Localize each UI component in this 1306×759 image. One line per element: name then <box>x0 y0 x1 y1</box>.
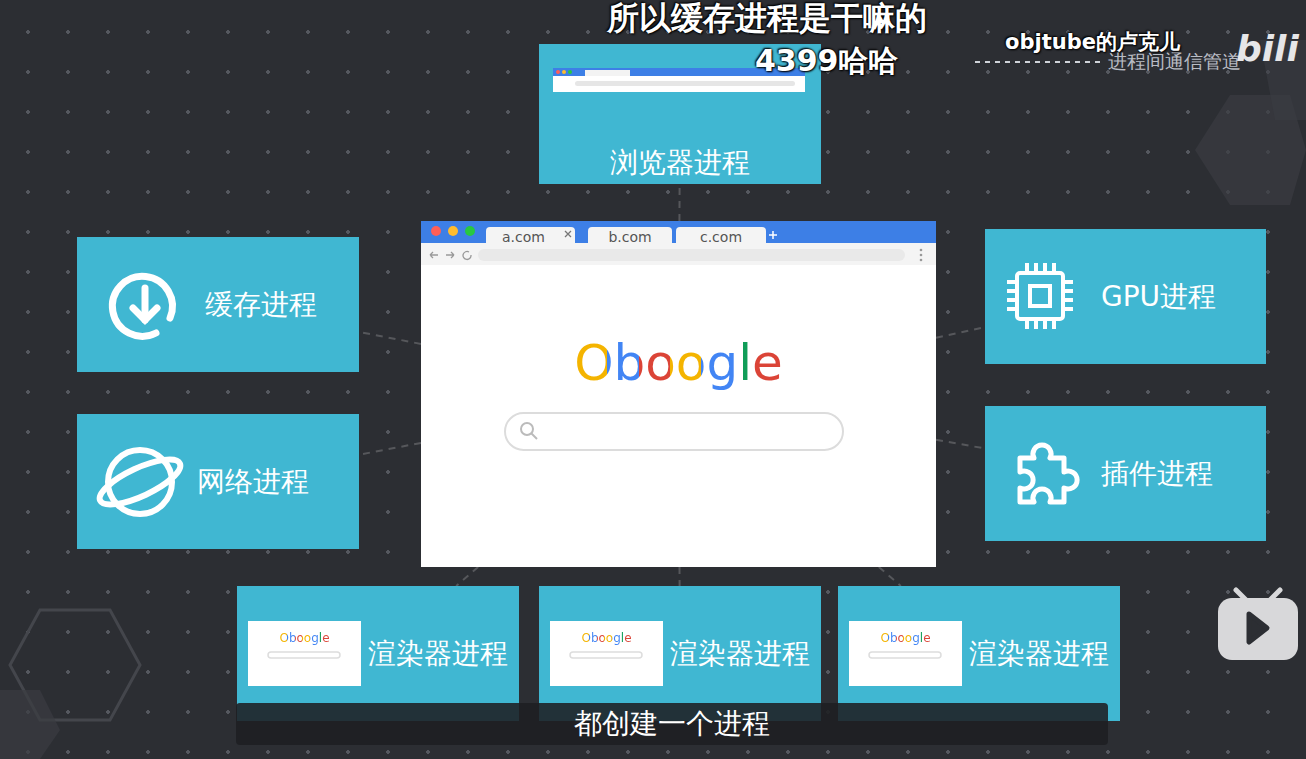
chip-icon <box>1007 263 1073 329</box>
node-label: 渲染器进程 <box>969 637 1109 671</box>
ipc-connector <box>936 327 985 338</box>
danmaku-comment: 4399哈哈 <box>755 44 899 79</box>
browser-tab: b.com <box>588 227 672 247</box>
hexagon-decor <box>1195 95 1306 205</box>
ipc-connector <box>936 440 985 449</box>
process-box: GPU进程 <box>985 229 1266 364</box>
bilibili-logo: bili <box>1236 28 1299 69</box>
node-label: 渲染器进程 <box>368 637 508 671</box>
browser-tab: c.com <box>676 227 766 247</box>
process-box: 渲染器进程 Oboogle <box>539 586 821 721</box>
node-label: 缓存进程 <box>205 288 317 322</box>
window-controls <box>430 226 922 261</box>
planet-icon <box>94 450 186 514</box>
thumbnail-page: Oboogle <box>550 621 663 686</box>
logo-text: Oboogle <box>581 631 631 645</box>
browser-tab: a.com <box>486 227 575 247</box>
thumbnail-search-bars <box>268 652 941 658</box>
watermark-subtitle: 进程间通信管道 <box>1108 51 1241 73</box>
search-box <box>505 413 843 450</box>
node-label: GPU进程 <box>1101 280 1216 314</box>
ipc-connector <box>359 332 421 344</box>
thumbnail-page: Oboogle <box>849 621 962 686</box>
node-label: 插件进程 <box>1101 457 1213 491</box>
bilibili-tv-icon <box>1218 590 1298 660</box>
subtitle-caption: 都创建一个进程 <box>236 703 1108 745</box>
thumbnail-page: Oboogle <box>248 621 361 686</box>
logo-text: Oboogle <box>574 333 783 393</box>
ipc-connector <box>678 184 680 221</box>
hexagon-decor <box>0 690 60 759</box>
download-icon <box>112 276 172 336</box>
process-box: 渲染器进程 Oboogle <box>237 586 519 721</box>
ipc-connector <box>456 567 478 586</box>
hexagon-decor <box>10 610 140 720</box>
ipc-connector <box>679 567 681 586</box>
ipc-connector <box>879 567 901 586</box>
puzzle-icon <box>1020 445 1077 502</box>
process-box: 渲染器进程 Oboogle <box>838 586 1120 721</box>
node-label: c.com <box>700 229 742 245</box>
node-label: 网络进程 <box>197 465 309 499</box>
logo-text: Oboogle <box>880 631 930 645</box>
node-label: 浏览器进程 <box>610 146 750 180</box>
process-box: 插件进程 <box>985 406 1266 541</box>
logo-text: Oboogle <box>279 631 329 645</box>
dashed-pipe <box>975 61 1100 63</box>
node-label: a.com <box>502 229 545 245</box>
node-label: b.com <box>608 229 651 245</box>
danmaku-comment: 所以缓存进程是干嘛的 <box>607 0 927 37</box>
ipc-connector <box>359 443 421 455</box>
process-box: 网络进程 <box>77 414 359 549</box>
process-box: 缓存进程 <box>77 237 359 372</box>
node-label: 渲染器进程 <box>670 637 810 671</box>
browser-window: Oboogle a.com b.com c.com <box>421 221 936 567</box>
